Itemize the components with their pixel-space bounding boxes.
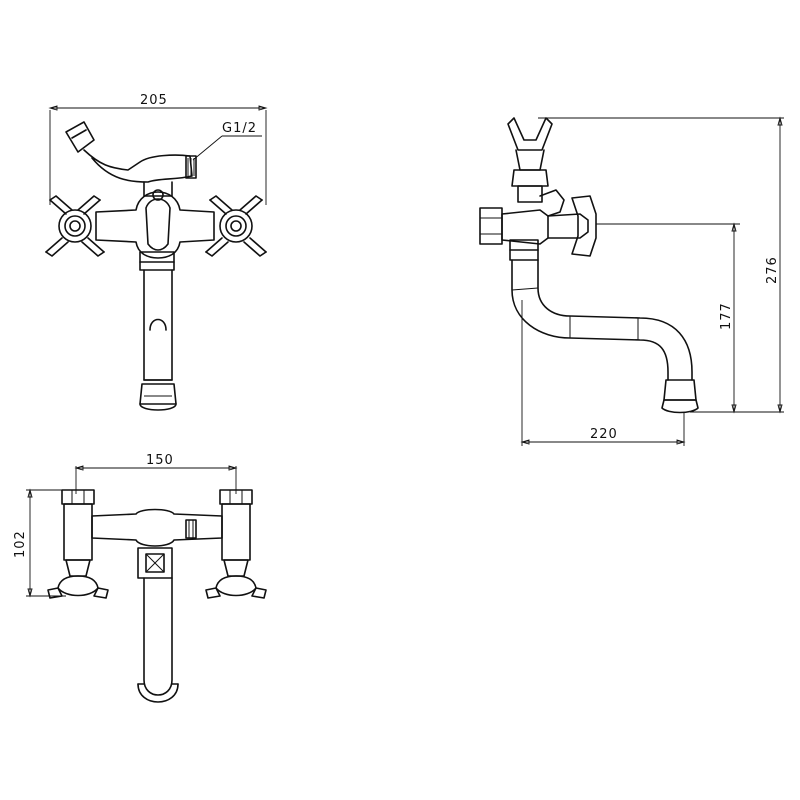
front-spout [139,251,177,411]
side-spout [511,259,699,414]
dimension-276: 276 [538,116,784,414]
shower-holder [65,121,197,197]
mixer-body [95,189,215,259]
thread-label: G1/2 [222,121,257,136]
central-body-top [91,508,223,579]
left-cross-handle [45,195,105,257]
side-view: 276 177 220 [479,116,784,446]
dim-label-220: 220 [590,427,618,442]
dim-label-177: 177 [719,302,734,330]
dimension-220: 220 [520,300,686,446]
left-valve-top [47,489,109,599]
side-body [479,189,597,261]
dimension-205: 205 [48,93,268,205]
dim-label-150: 150 [146,453,174,468]
dim-label-276: 276 [765,256,780,284]
right-valve-top [205,489,267,599]
top-view: 150 102 [13,453,267,703]
dimension-102: 102 [13,488,66,598]
side-shower-holder [507,117,553,203]
dim-label-102: 102 [13,530,28,558]
thread-callout: G1/2 [192,121,262,161]
dimension-150: 150 [74,453,238,494]
front-view: 205 G1/2 [45,93,268,411]
dimension-177: 177 [596,222,740,414]
top-spout [137,577,179,703]
dim-label-205: 205 [140,93,168,108]
right-cross-handle [205,195,267,257]
